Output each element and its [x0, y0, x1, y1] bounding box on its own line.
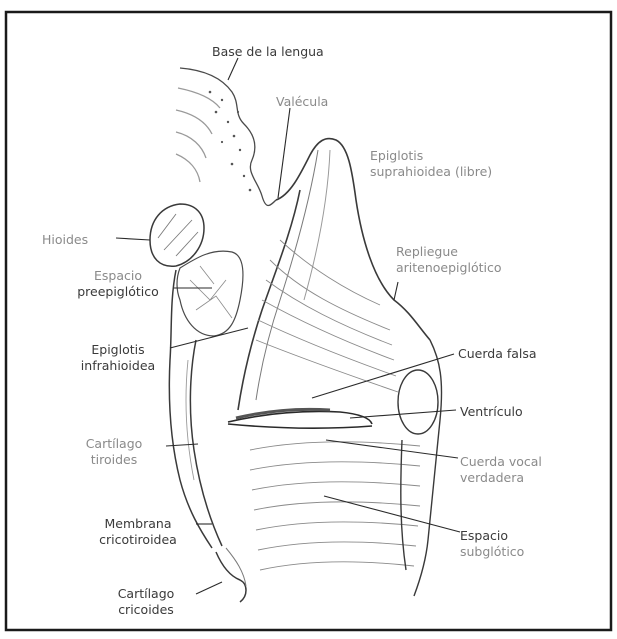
label-epiglotis-infra-2: infrahioidea: [62, 358, 174, 373]
label-cuerda-vocal-2: verdadera: [460, 470, 524, 485]
epiglottis-striations: [256, 240, 398, 392]
preepiglottic-space-shape: [177, 251, 243, 336]
label-epiglotis-supra-2: suprahioidea (libre): [370, 164, 492, 179]
label-cart-tiroides-1: Cartílago: [58, 436, 170, 451]
label-repliegue-1: Repliegue: [396, 244, 458, 259]
label-base-lingua: Base de la lengua: [212, 44, 324, 59]
tongue-dots: [209, 91, 252, 192]
label-epiglotis-supra-1: Epiglotis: [370, 148, 423, 163]
ventricle-shape: [228, 409, 372, 428]
label-membrana-2: cricotiroidea: [82, 532, 194, 547]
label-espacio-pre-2: preepiglótico: [62, 284, 174, 299]
cricoid-cartilage-shape: [216, 548, 246, 602]
label-cuerda-vocal-1: Cuerda vocal: [460, 454, 542, 469]
hyoid-shape: [150, 204, 204, 266]
tongue-base-shape: [176, 68, 276, 206]
subglottic-striations: [250, 442, 420, 570]
label-membrana-1: Membrana: [82, 516, 194, 531]
label-epiglotis-infra-1: Epiglotis: [62, 342, 174, 357]
label-hioides: Hioides: [42, 232, 88, 247]
label-cuerda-falsa: Cuerda falsa: [458, 346, 537, 361]
label-espacio-sub-2: subglótico: [460, 544, 524, 559]
label-espacio-sub-1: Espacio: [460, 528, 508, 543]
label-espacio-pre-1: Espacio: [68, 268, 168, 283]
label-cart-cricoides-1: Cartílago: [96, 586, 196, 601]
posterior-wall-shape: [398, 340, 442, 596]
label-cart-tiroides-2: tiroides: [58, 452, 170, 467]
leader-lines: [116, 58, 460, 594]
thyroid-cartilage-shape: [169, 270, 222, 548]
label-cart-cricoides-2: cricoides: [96, 602, 196, 617]
label-ventriculo: Ventrículo: [460, 404, 523, 419]
label-valecula: Valécula: [276, 94, 328, 109]
label-repliegue-2: aritenoepiglótico: [396, 260, 501, 275]
